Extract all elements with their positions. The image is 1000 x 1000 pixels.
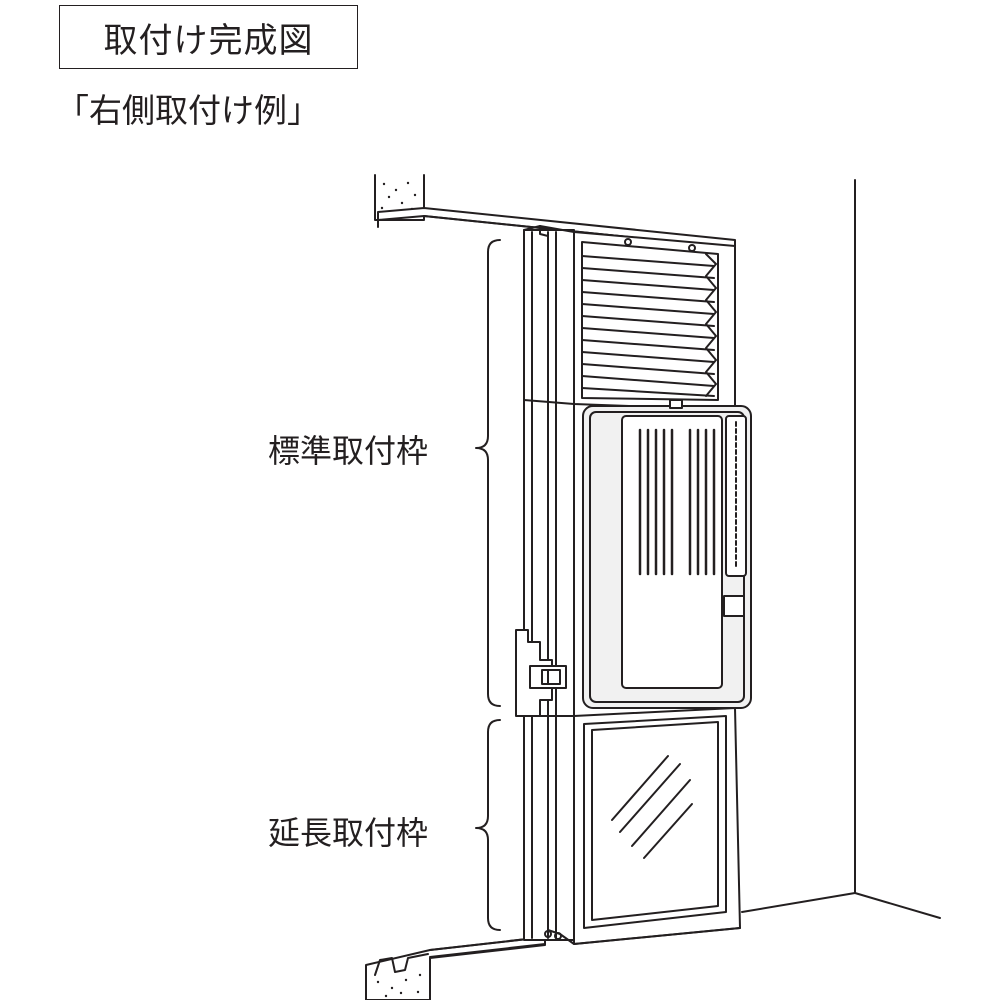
mounting-frame (523, 225, 575, 941)
diagram-title: 取付け完成図 (103, 20, 314, 61)
mounting-bracket (515, 629, 567, 717)
air-conditioner-unit (582, 399, 752, 709)
glass-reflection (611, 755, 693, 859)
control-panel-icon (723, 595, 745, 617)
standard-frame-brace (475, 239, 501, 707)
bottom-wall-block (365, 936, 546, 1000)
upper-louver-panel (573, 231, 736, 411)
louver-slats (581, 255, 715, 397)
diagram-subtitle: 「右側取付け例」 (56, 91, 320, 130)
diagram-title-box: 取付け完成図 (59, 5, 358, 69)
front-grille-slots (638, 428, 716, 576)
lower-glass-panel (544, 707, 741, 945)
standard-frame-label: 標準取付枠 (268, 432, 429, 470)
room-wall (741, 179, 941, 919)
extension-frame-brace (475, 719, 501, 931)
extension-frame-label: 延長取付枠 (268, 814, 429, 852)
